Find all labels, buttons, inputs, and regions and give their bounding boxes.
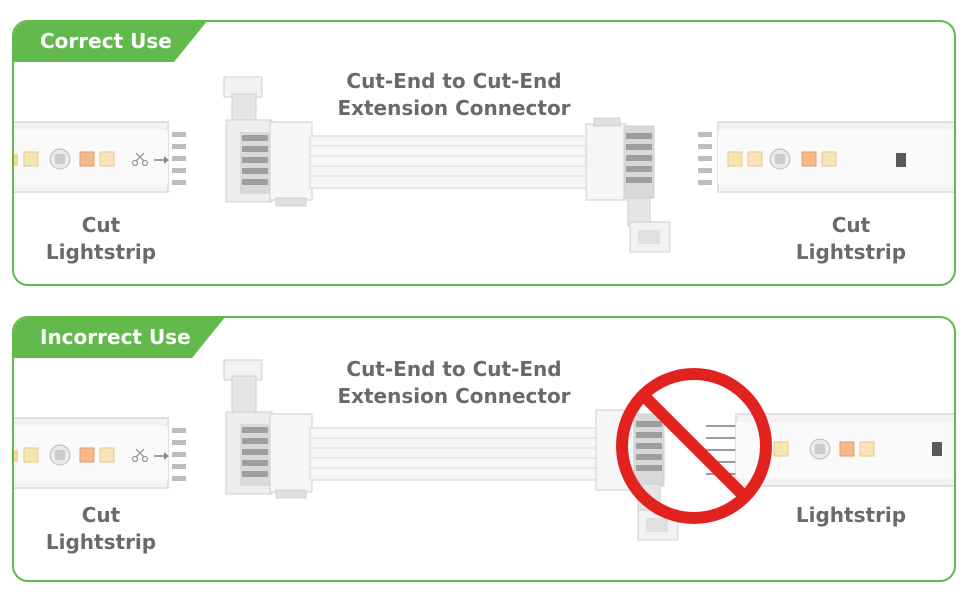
scissors-icon xyxy=(131,448,149,463)
incorrect-use-diagram xyxy=(14,359,954,541)
right-lightstrip-label: Cut Lightstrip xyxy=(795,213,907,264)
left-lightstrip-label: Cut Lightstrip xyxy=(45,503,157,554)
prohibited-icon xyxy=(616,368,772,524)
incorrect-use-tab: Incorrect Use xyxy=(14,318,226,358)
scissors-icon xyxy=(131,152,149,167)
right-lightstrip xyxy=(698,121,954,193)
left-lightstrip xyxy=(14,121,186,193)
right-lightstrip xyxy=(706,413,954,487)
correct-use-diagram xyxy=(14,76,954,253)
left-lightstrip xyxy=(14,417,186,489)
correct-use-tab: Correct Use xyxy=(14,22,208,62)
connector-label: Cut-End to Cut-End Extension Connector xyxy=(337,357,571,408)
incorrect-use-panel: Incorrect Use xyxy=(12,316,956,582)
extension-connector xyxy=(223,76,671,253)
left-lightstrip-label: Cut Lightstrip xyxy=(45,213,157,264)
correct-use-panel: Correct Use xyxy=(12,20,956,286)
right-lightstrip-label: Lightstrip xyxy=(795,503,907,527)
connector-label: Cut-End to Cut-End Extension Connector xyxy=(337,69,571,120)
